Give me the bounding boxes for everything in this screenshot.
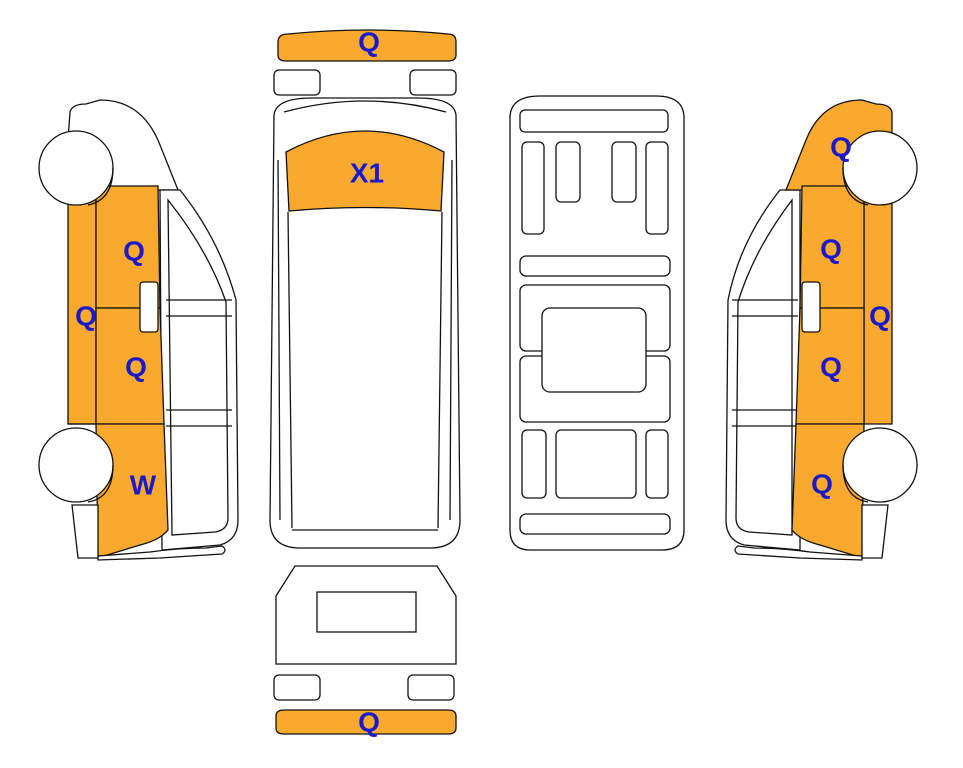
right-rear-quarter-label: Q	[811, 469, 833, 500]
right-window-inner	[735, 198, 793, 536]
left-rear-door-label: Q	[125, 352, 147, 383]
damage-labels: Q X1 Q Q Q Q W Q Q Q Q Q	[75, 27, 891, 738]
top-view-outer-right	[449, 159, 453, 521]
underside-panel	[521, 141, 545, 235]
headlight-left	[273, 69, 321, 96]
underside-panel	[519, 513, 671, 535]
roof-label: X1	[350, 158, 384, 189]
right-rear-wheel	[842, 427, 918, 503]
rear-view	[273, 565, 457, 735]
underside-center-block	[541, 307, 647, 393]
left-rear-quarter-label: W	[130, 470, 157, 501]
left-front-bottom	[71, 504, 99, 559]
rear-bumper-label: Q	[358, 707, 380, 738]
underside-panel	[521, 429, 547, 499]
left-rear-bottom	[97, 545, 226, 561]
right-front-wheel-hub	[842, 167, 869, 206]
right-door-handle[interactable]	[801, 281, 821, 333]
front-bumper-label: Q	[358, 27, 380, 58]
underside-panel	[611, 141, 637, 203]
left-rear-quarter-panel[interactable]	[95, 423, 169, 557]
underside-view	[509, 95, 685, 551]
left-side-view	[38, 99, 239, 561]
rear-window	[316, 591, 417, 633]
right-front-bottom	[861, 504, 889, 559]
right-rear-wheel-hub	[842, 464, 869, 503]
front-bumper-group	[273, 29, 457, 96]
taillight-right	[407, 674, 455, 701]
underside-panel	[645, 141, 669, 235]
left-rear-wheel	[38, 427, 114, 503]
underside-panel	[645, 429, 669, 499]
underside-panel	[519, 109, 669, 133]
left-window-inner	[167, 198, 229, 536]
right-front-door-label: Q	[820, 234, 842, 265]
underside-panel	[519, 255, 671, 277]
top-view-window-line	[283, 100, 447, 113]
left-front-wheel	[38, 130, 114, 206]
underside-panel	[555, 429, 637, 499]
right-rear-bottom	[734, 545, 863, 561]
rear-bumper[interactable]	[275, 709, 457, 735]
top-view-side-right	[437, 211, 443, 529]
left-rear-wheel-hub	[87, 464, 114, 503]
right-front-wheel	[842, 130, 918, 206]
top-view-body	[269, 97, 461, 549]
top-view-side-left	[287, 211, 293, 529]
front-bumper[interactable]	[277, 29, 457, 62]
left-sill-label: Q	[75, 301, 97, 332]
left-window-frame	[159, 189, 239, 551]
right-window-frame	[725, 189, 801, 551]
top-view	[269, 97, 461, 549]
headlight-right	[409, 69, 457, 96]
top-view-outer-left	[277, 159, 281, 521]
roof-panel[interactable]	[285, 130, 445, 212]
right-hood-label: Q	[830, 132, 852, 163]
left-door-handle[interactable]	[139, 281, 159, 333]
left-front-wheel-hub	[87, 167, 114, 206]
taillight-left	[273, 674, 321, 701]
right-rear-door-label: Q	[820, 352, 842, 383]
left-front-door-label: Q	[123, 236, 145, 267]
right-side-view	[725, 99, 918, 561]
right-sill-label: Q	[869, 301, 891, 332]
underside-panel	[555, 141, 581, 203]
